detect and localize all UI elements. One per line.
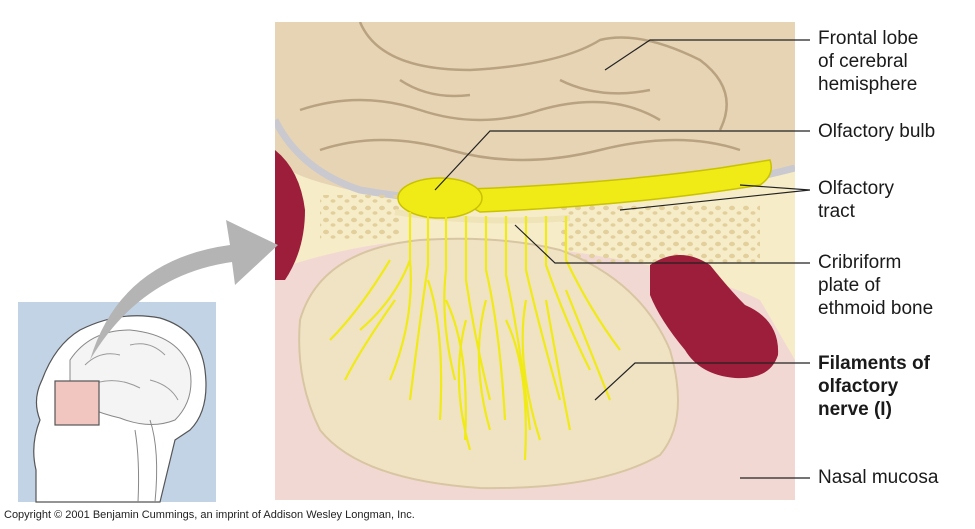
label-filaments: Filaments of olfactory nerve (I) <box>818 352 930 421</box>
inset-highlight-box <box>55 381 99 425</box>
label-olfactory-bulb: Olfactory bulb <box>818 120 935 143</box>
ethmoid-trabeculae <box>560 205 760 265</box>
label-nasal-mucosa: Nasal mucosa <box>818 466 938 489</box>
head-inset <box>18 302 216 502</box>
copyright-notice: Copyright © 2001 Benjamin Cummings, an i… <box>4 509 415 521</box>
main-section-panel <box>275 22 795 500</box>
frontal-trabeculae <box>320 195 400 240</box>
label-cribriform-plate: Cribriform plate of ethmoid bone <box>818 251 933 320</box>
label-olfactory-tract: Olfactory tract <box>818 177 894 223</box>
label-frontal-lobe: Frontal lobe of cerebral hemisphere <box>818 27 918 96</box>
